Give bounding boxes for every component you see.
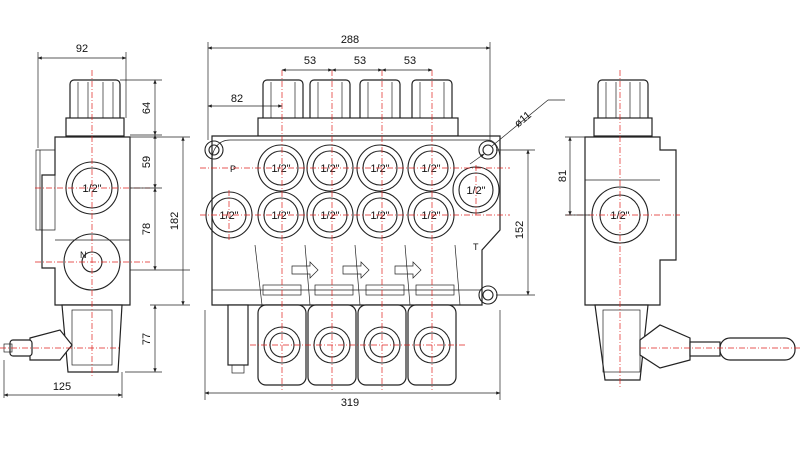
dim-side-lever-width: 125 <box>53 381 71 393</box>
dim-side-total: 182 <box>169 212 181 230</box>
dim-front-width: 288 <box>341 34 359 46</box>
dim-front-height: 152 <box>514 221 526 239</box>
right-side-dimensions: 81 <box>557 136 590 216</box>
right-side-view: 1/2" <box>566 70 800 388</box>
port-l4: 1/2" <box>421 210 440 222</box>
dim-front-total: 319 <box>341 397 359 409</box>
port-u1: 1/2" <box>271 163 290 175</box>
dim-side-cap: 64 <box>141 102 153 114</box>
dim-side-upper: 59 <box>141 156 153 168</box>
front-p-label: P <box>230 164 236 174</box>
port-l3: 1/2" <box>370 210 389 222</box>
left-side-dimensions: 92 64 59 78 182 77 125 <box>3 43 190 398</box>
port-u3: 1/2" <box>370 163 389 175</box>
dim-side-lever: 77 <box>141 333 153 345</box>
front-t-label: T <box>473 242 479 252</box>
port-l1: 1/2" <box>271 210 290 222</box>
dim-pitch-2: 53 <box>354 55 366 67</box>
dim-right-height: 81 <box>557 170 569 182</box>
dim-side-lower: 78 <box>141 223 153 235</box>
front-caps <box>257 79 459 137</box>
dim-side-width: 92 <box>76 43 88 55</box>
port-l2: 1/2" <box>320 210 339 222</box>
dim-pitch-1: 53 <box>304 55 316 67</box>
left-side-view: 1/2" N <box>0 70 150 378</box>
dim-front-offset: 82 <box>231 93 243 105</box>
side-n-label: N <box>80 250 87 260</box>
dim-pitch-3: 53 <box>404 55 416 67</box>
port-u4: 1/2" <box>421 163 440 175</box>
front-view: P T 1/2" 1/2" 1/2" 1/2" 1/2" 1/2" 1/2" 1… <box>200 70 510 390</box>
port-u2: 1/2" <box>320 163 339 175</box>
